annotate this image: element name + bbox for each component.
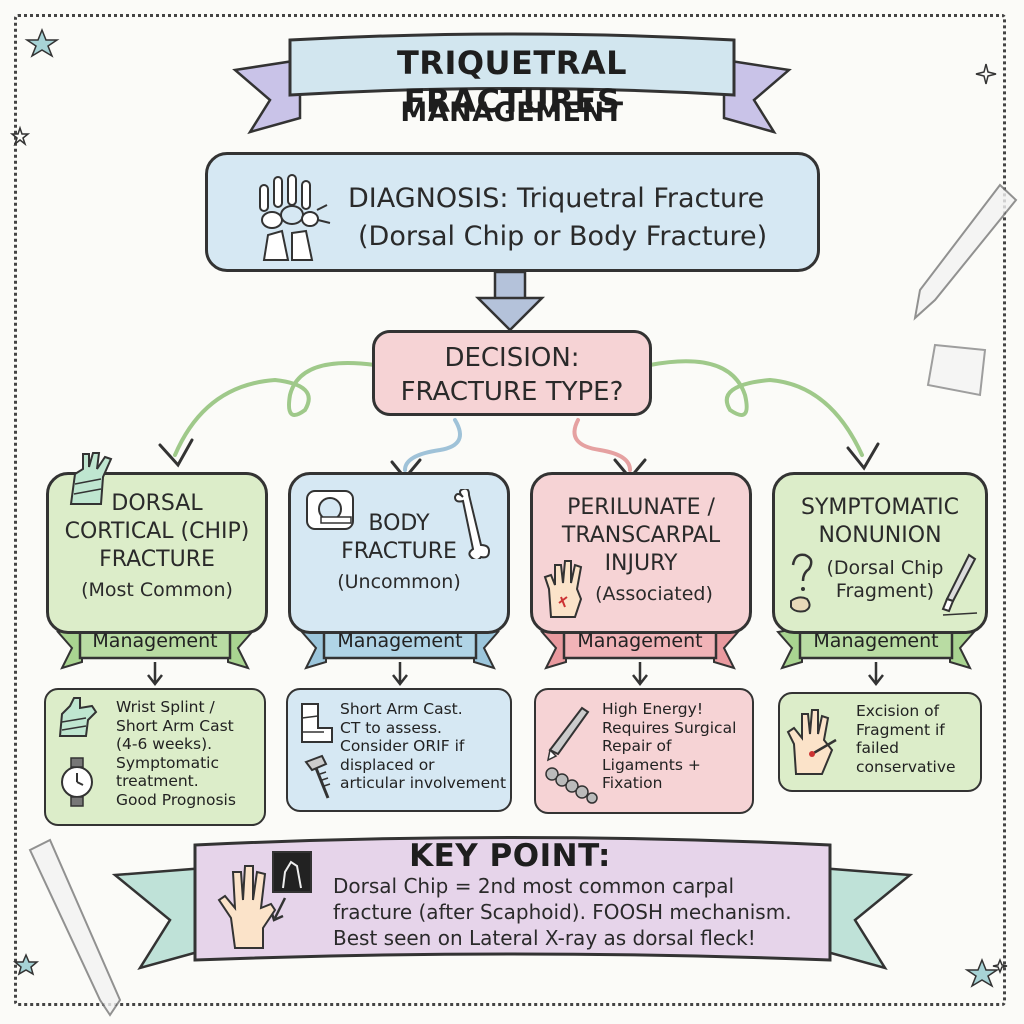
decision-line1: DECISION: bbox=[444, 343, 580, 373]
key-point-ribbon bbox=[111, 836, 914, 971]
key-point-line2: fracture (after Scaphoid). FOOSH mechani… bbox=[333, 900, 792, 924]
branch-dorsal-title-1: DORSAL bbox=[111, 491, 203, 516]
bone-icon bbox=[453, 489, 491, 559]
branch-perilunate-detail: High Energy! Requires Surgical Repair of… bbox=[534, 688, 754, 814]
branch-perilunate-title-3: INJURY bbox=[604, 551, 678, 576]
branch-body-title-1: BODY bbox=[368, 511, 430, 536]
cast-icon bbox=[301, 703, 333, 799]
decision-line2: FRACTURE TYPE? bbox=[400, 377, 624, 407]
branch-arrows bbox=[158, 359, 880, 481]
branch-body-title-2: FRACTURE bbox=[341, 539, 457, 564]
branch-dorsal-detail: Wrist Splint / Short Arm Cast (4-6 weeks… bbox=[44, 688, 266, 826]
branch-body-detail-text: Short Arm Cast. CT to assess. Consider O… bbox=[340, 700, 507, 793]
branch-body-box: BODY FRACTURE (Uncommon) bbox=[288, 472, 510, 634]
question-mark-icon bbox=[790, 553, 813, 613]
ct-scanner-icon bbox=[306, 490, 354, 530]
diagnosis-line2: (Dorsal Chip or Body Fracture) bbox=[358, 221, 768, 252]
branch-dorsal-title-2: CORTICAL (CHIP) bbox=[64, 519, 250, 544]
branch-nonunion-management-label: Management bbox=[813, 630, 939, 652]
branch-perilunate-subtitle: (Associated) bbox=[595, 583, 713, 605]
hand-icon bbox=[217, 865, 277, 949]
diagnosis-box: DIAGNOSIS: Triquetral Fracture (Dorsal C… bbox=[205, 152, 820, 272]
main-subtitle: MANAGEMENT bbox=[400, 97, 624, 128]
hand-injury-icon bbox=[543, 560, 583, 618]
branch-perilunate-management-label: Management bbox=[577, 630, 703, 652]
main-title: TRIQUETRAL FRACTURES bbox=[396, 44, 628, 120]
branch-perilunate-box: PERILUNATE / TRANSCARPAL INJURY (Associa… bbox=[530, 472, 752, 634]
branch-dorsal-title-3: FRACTURE bbox=[99, 547, 215, 572]
branch-body-detail: Short Arm Cast. CT to assess. Consider O… bbox=[286, 688, 512, 812]
branch-nonunion-title-2: NONUNION bbox=[818, 523, 942, 548]
key-point-icons bbox=[217, 851, 312, 949]
splint-icon bbox=[58, 697, 98, 807]
branch-dorsal-box: DORSAL CORTICAL (CHIP) FRACTURE (Most Co… bbox=[46, 452, 268, 634]
decision-box: DECISION: FRACTURE TYPE? bbox=[372, 330, 652, 416]
scalpel-icon bbox=[941, 553, 978, 616]
branch-nonunion-detail: Excision of Fragment if failed conservat… bbox=[778, 692, 982, 792]
title-ribbon bbox=[232, 32, 792, 135]
branch-dorsal-detail-text: Wrist Splint / Short Arm Cast (4-6 weeks… bbox=[116, 698, 236, 809]
key-point-heading: KEY POINT: bbox=[409, 838, 611, 874]
wrist-xray-icon bbox=[259, 174, 331, 261]
key-point-line1: Dorsal Chip = 2nd most common carpal bbox=[333, 874, 735, 898]
branch-body-subtitle: (Uncommon) bbox=[337, 571, 461, 593]
small-down-arrows bbox=[147, 662, 884, 687]
dotted-frame bbox=[14, 14, 1006, 1006]
hand-excision-icon bbox=[786, 709, 837, 775]
branch-dorsal-subtitle: (Most Common) bbox=[81, 579, 233, 601]
branch-perilunate-detail-text: High Energy! Requires Surgical Repair of… bbox=[602, 700, 737, 793]
branch-dorsal-management-label: Management bbox=[92, 630, 218, 652]
xray-film-icon bbox=[272, 851, 312, 893]
diagnosis-line1: DIAGNOSIS: Triquetral Fracture bbox=[348, 183, 765, 214]
arrow-diagnosis-to-decision bbox=[474, 270, 546, 332]
branch-body-management-label: Management bbox=[337, 630, 463, 652]
bandaged-hand-icon bbox=[69, 452, 113, 505]
branch-nonunion-subtitle: (Dorsal Chip Fragment) bbox=[826, 557, 944, 602]
key-point-line3: Best seen on Lateral X-ray as dorsal fle… bbox=[333, 926, 756, 950]
branch-nonunion-title-1: SYMPTOMATIC bbox=[800, 495, 960, 520]
chain-plate-icon bbox=[545, 706, 598, 804]
branch-nonunion-box: SYMPTOMATIC NONUNION (Dorsal Chip Fragme… bbox=[772, 472, 988, 634]
branch-nonunion-detail-text: Excision of Fragment if failed conservat… bbox=[856, 702, 956, 776]
branch-perilunate-title-2: TRANSCARPAL bbox=[561, 523, 721, 548]
branch-perilunate-title-1: PERILUNATE / bbox=[567, 495, 715, 520]
